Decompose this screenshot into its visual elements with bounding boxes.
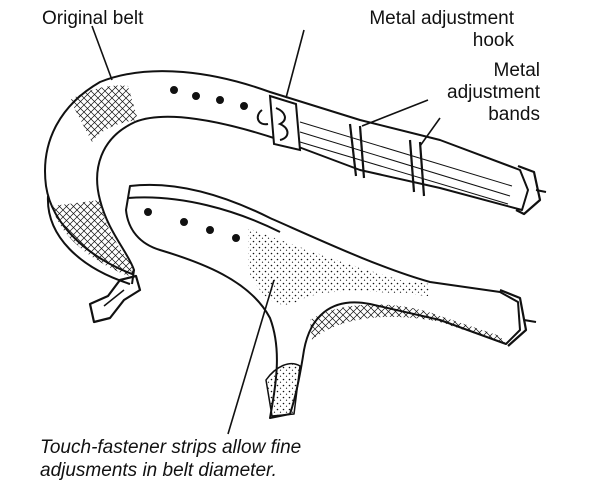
label-bands-line2: adjustment bbox=[447, 82, 540, 103]
caption-line1: Touch-fastener strips allow fine bbox=[40, 437, 302, 458]
leader-original-belt bbox=[91, 25, 113, 81]
touch-fastener-strip-lower bbox=[265, 362, 301, 417]
label-metal-adjustment-bands: Metal adjustment bands bbox=[420, 60, 540, 126]
label-hook-line2: hook bbox=[472, 30, 514, 51]
metal-adjustment-bands bbox=[348, 123, 426, 197]
label-bands-line1: Metal bbox=[493, 60, 540, 81]
leader-band-2 bbox=[419, 117, 441, 147]
original-belt-outline bbox=[44, 70, 529, 275]
label-metal-adjustment-hook: Metal adjustment hook bbox=[292, 8, 514, 52]
caption-line2: adjusments in belt diameter. bbox=[40, 460, 277, 481]
label-bands-line3: bands bbox=[488, 104, 540, 125]
leader-band-1 bbox=[361, 99, 429, 127]
modified-belt bbox=[125, 183, 537, 419]
left-end-buckle bbox=[88, 274, 142, 324]
original-belt-hatching bbox=[52, 200, 134, 276]
metal-adjustment-hook bbox=[256, 94, 302, 152]
caption-touch-fastener: Touch-fastener strips allow fine adjusme… bbox=[40, 436, 301, 482]
leader-lines bbox=[91, 25, 441, 435]
label-hook-line1: Metal adjustment bbox=[369, 8, 514, 29]
label-original-belt: Original belt bbox=[42, 8, 144, 29]
right-end-buckle bbox=[515, 164, 542, 216]
touch-fastener-strip bbox=[248, 228, 430, 305]
original-belt bbox=[44, 70, 547, 324]
leader-touch-fastener bbox=[227, 279, 275, 435]
leader-hook bbox=[285, 29, 305, 99]
modified-belt-outline bbox=[125, 183, 521, 419]
